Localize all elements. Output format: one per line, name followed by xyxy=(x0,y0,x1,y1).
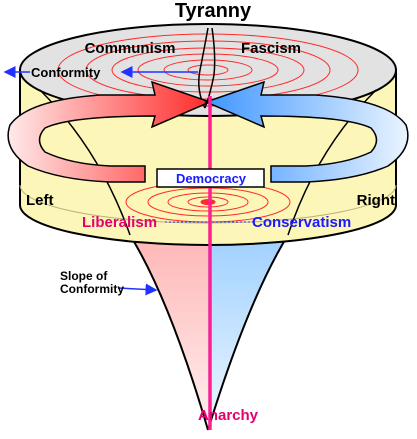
label-anarchy: Anarchy xyxy=(198,407,259,424)
cylinder xyxy=(19,23,397,246)
conformity-arrows xyxy=(3,66,198,296)
label-liberalism: Liberalism xyxy=(82,214,157,231)
top-rings xyxy=(57,33,359,107)
right-band-arrow xyxy=(203,80,409,183)
label-conservatism: Conservatism xyxy=(252,214,351,231)
label-conformity-top: Conformity xyxy=(31,65,101,80)
label-slope-line1: Slope of xyxy=(60,269,108,283)
left-band-arrow xyxy=(7,80,213,183)
title-tyranny: Tyranny xyxy=(175,0,252,22)
cone xyxy=(129,234,289,431)
label-communism: Communism xyxy=(85,40,176,57)
label-slope-line2: Conformity xyxy=(60,282,124,296)
label-fascism: Fascism xyxy=(241,40,301,57)
democracy-box xyxy=(156,168,265,188)
label-democracy: Democracy xyxy=(176,171,247,186)
label-left: Left xyxy=(26,192,54,209)
label-right: Right xyxy=(357,192,395,209)
